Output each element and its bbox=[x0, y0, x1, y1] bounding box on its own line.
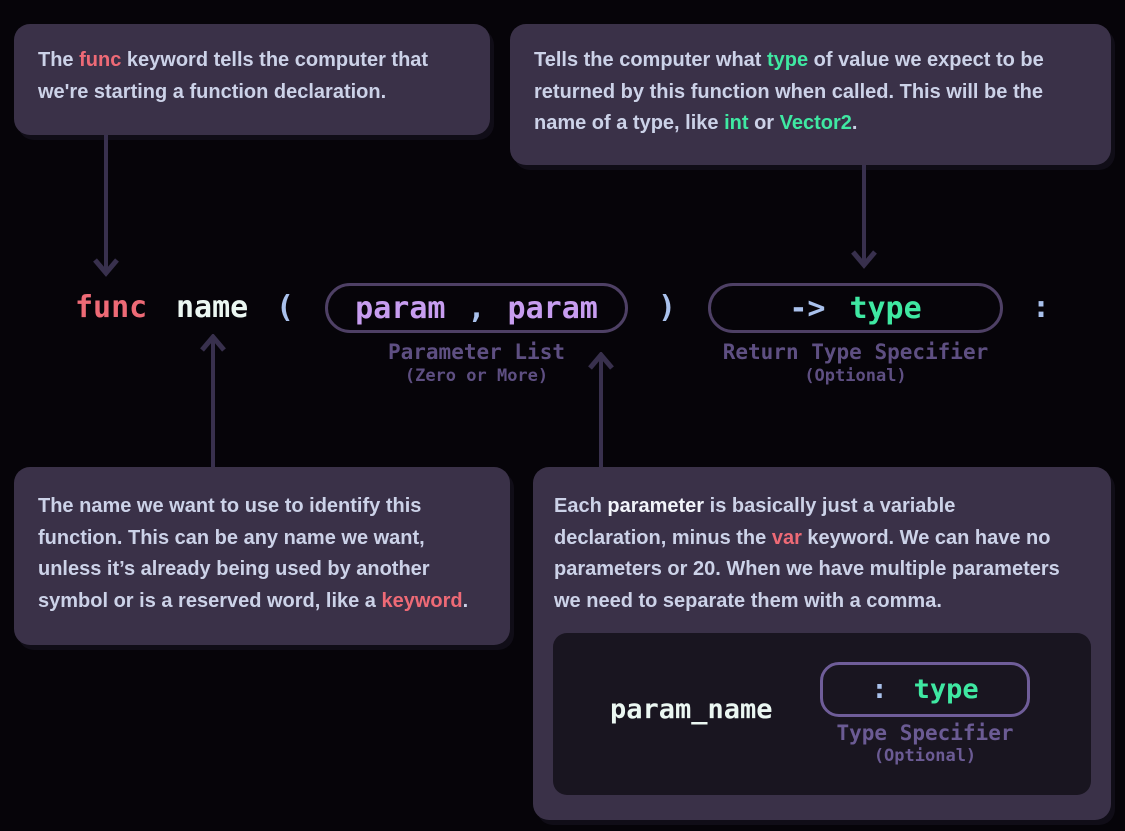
param-example-colon: : bbox=[871, 674, 888, 705]
param-example-box: param_name : type Type Specifier (Option… bbox=[553, 633, 1091, 795]
callout-function-name-text: The name we want to use to identify this… bbox=[38, 495, 469, 612]
code-return-type: type bbox=[849, 290, 922, 326]
parameter-list-sublabel: (Zero or More) bbox=[404, 366, 549, 386]
code-func-keyword: func bbox=[75, 290, 148, 325]
code-comma: , bbox=[467, 290, 486, 326]
code-function-name: name bbox=[176, 290, 249, 325]
arrow-down-icon bbox=[92, 135, 120, 277]
code-param1: param bbox=[355, 290, 446, 326]
parameter-list-label: Parameter List bbox=[387, 340, 565, 364]
type-specifier-label: Type Specifier bbox=[836, 721, 1014, 745]
callout-parameters-text: Each parameter is basically just a varia… bbox=[554, 495, 1060, 612]
code-open-paren: ( bbox=[276, 290, 295, 325]
callout-func-keyword: The func keyword tells the computer that… bbox=[14, 24, 490, 135]
callout-func-keyword-text: The func keyword tells the computer that… bbox=[38, 49, 429, 103]
param-example-type: type bbox=[913, 674, 979, 705]
arrow-up-icon bbox=[199, 334, 227, 467]
callout-return-type-text: Tells the computer what type of value we… bbox=[534, 49, 1044, 134]
arrow-up-icon bbox=[587, 352, 615, 467]
return-type-box: -> type bbox=[708, 283, 1003, 333]
code-colon: : bbox=[1032, 290, 1051, 325]
code-return-arrow: -> bbox=[789, 290, 826, 326]
arrow-down-icon bbox=[850, 165, 878, 269]
code-close-paren: ) bbox=[658, 290, 677, 325]
callout-function-name: The name we want to use to identify this… bbox=[14, 467, 510, 645]
return-type-specifier-sublabel: (Optional) bbox=[804, 366, 907, 386]
code-param2: param bbox=[507, 290, 598, 326]
return-type-specifier-label: Return Type Specifier bbox=[722, 340, 989, 364]
callout-return-type: Tells the computer what type of value we… bbox=[510, 24, 1111, 165]
type-specifier-sublabel: (Optional) bbox=[873, 746, 977, 766]
param-example-name: param_name bbox=[610, 694, 773, 725]
type-specifier-box: : type bbox=[820, 662, 1030, 717]
parameter-list-box: param , param bbox=[325, 283, 628, 333]
